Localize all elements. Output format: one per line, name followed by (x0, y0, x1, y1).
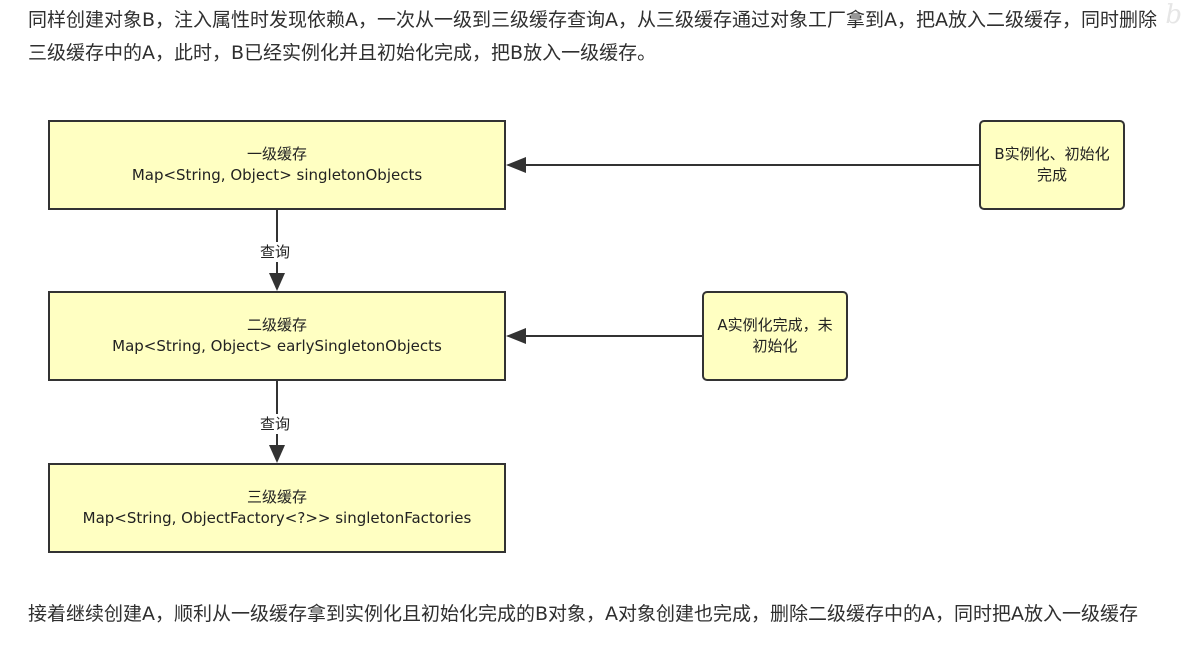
note-a-text: A实例化完成，未初始化 (717, 316, 833, 355)
level2-cache-subtitle: Map<String, Object> earlySingletonObject… (112, 337, 442, 355)
edge-l2-to-l3-label: 查询 (258, 414, 293, 434)
edge-note-a-to-l2-arrowhead (506, 328, 526, 344)
note-b-initialized: B实例化、初始化完成 (979, 120, 1125, 210)
level1-cache-title: 一级缓存 (246, 145, 307, 163)
edge-note-b-to-l1-arrowhead (506, 157, 526, 173)
edge-note-a-to-l2-line (524, 335, 702, 337)
level1-cache-subtitle: Map<String, Object> singletonObjects (131, 166, 423, 184)
edge-l1-to-l2-label: 查询 (258, 242, 293, 262)
edge-l2-to-l3-arrowhead (269, 445, 285, 463)
level2-cache-node: 二级缓存 Map<String, Object> earlySingletonO… (48, 291, 506, 381)
note-b-text: B实例化、初始化完成 (994, 145, 1110, 184)
level3-cache-title: 三级缓存 (246, 488, 307, 506)
level1-cache-node: 一级缓存 Map<String, Object> singletonObject… (48, 120, 506, 210)
note-a-instantiated: A实例化完成，未初始化 (702, 291, 848, 381)
edge-l2-to-l3-line (276, 381, 278, 446)
edge-note-b-to-l1-line (524, 164, 979, 166)
level3-cache-node: 三级缓存 Map<String, ObjectFactory<?>> singl… (48, 463, 506, 553)
watermark-logo: b (1165, 0, 1182, 30)
level3-cache-subtitle: Map<String, ObjectFactory<?>> singletonF… (82, 509, 472, 527)
outro-paragraph: 接着继续创建A，顺利从一级缓存拿到实例化且初始化完成的B对象，A对象创建也完成，… (28, 603, 1139, 625)
intro-paragraph: 同样创建对象B，注入属性时发现依赖A，一次从一级到三级缓存查询A，从三级缓存通过… (28, 9, 1158, 64)
edge-l1-to-l2-arrowhead (269, 273, 285, 291)
level2-cache-title: 二级缓存 (246, 316, 307, 334)
